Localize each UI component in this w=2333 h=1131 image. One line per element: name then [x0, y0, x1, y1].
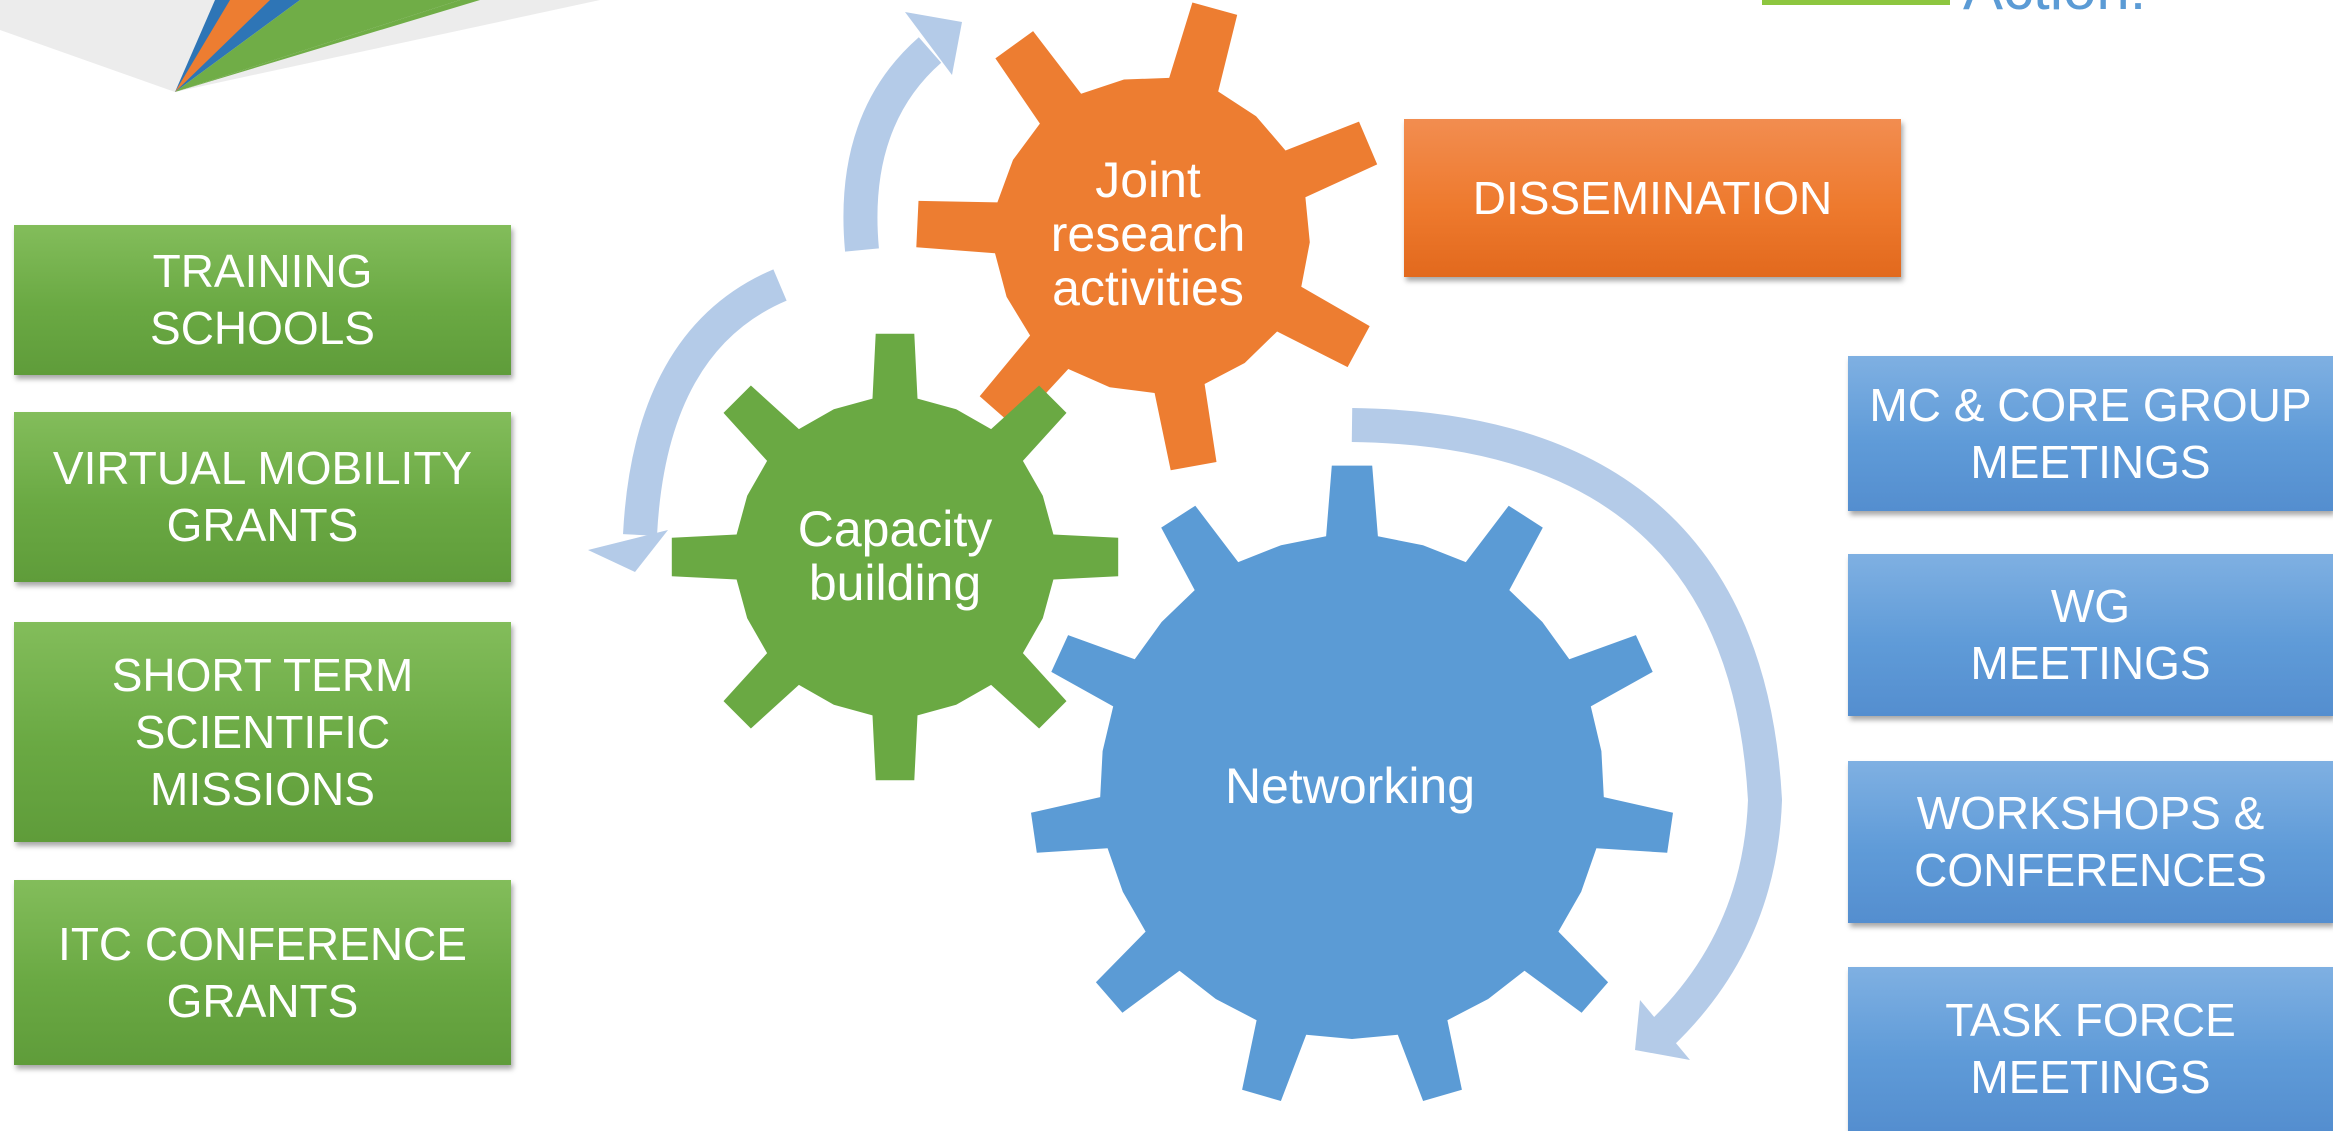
- arrow-top-shaft: [843, 37, 942, 252]
- workshops-conferences-box: WORKSHOPS & CONFERENCES: [1848, 761, 2333, 923]
- training-schools-box: TRAINING SCHOOLS: [14, 225, 511, 375]
- arrow-left-shaft: [623, 269, 787, 536]
- wg-meetings-box: WG MEETINGS: [1848, 554, 2333, 716]
- arrow-right-shaft: [1351, 408, 1783, 1048]
- task-force-meetings-box: TASK FORCE MEETINGS: [1848, 967, 2333, 1131]
- gear-label-networking: Networking: [1224, 758, 1476, 814]
- arrow-left-head: [588, 530, 668, 572]
- dissemination-box: DISSEMINATION: [1404, 119, 1901, 277]
- arrow-top-head: [905, 12, 962, 75]
- itc-conference-grants-box: ITC CONFERENCE GRANTS: [14, 880, 511, 1065]
- logo-partial-text: Action!: [1963, 0, 2146, 23]
- virtual-mobility-grants-box: VIRTUAL MOBILITY GRANTS: [14, 412, 511, 582]
- gear-label-joint-research: Joint research activities: [1050, 152, 1246, 316]
- mc-core-group-meetings-box: MC & CORE GROUP MEETINGS: [1848, 356, 2333, 511]
- logo-green-bar: [1762, 0, 1950, 5]
- short-term-scientific-missions-box: SHORT TERM SCIENTIFIC MISSIONS: [14, 622, 511, 842]
- gear-label-capacity-building: Capacity building: [797, 501, 993, 611]
- arrow-right-head: [1635, 1000, 1690, 1060]
- joint-research-gear: [916, 2, 1378, 471]
- capacity-building-gear: [671, 333, 1119, 781]
- networking-gear: [1031, 465, 1673, 1102]
- corner-logo-shape: [0, 0, 600, 92]
